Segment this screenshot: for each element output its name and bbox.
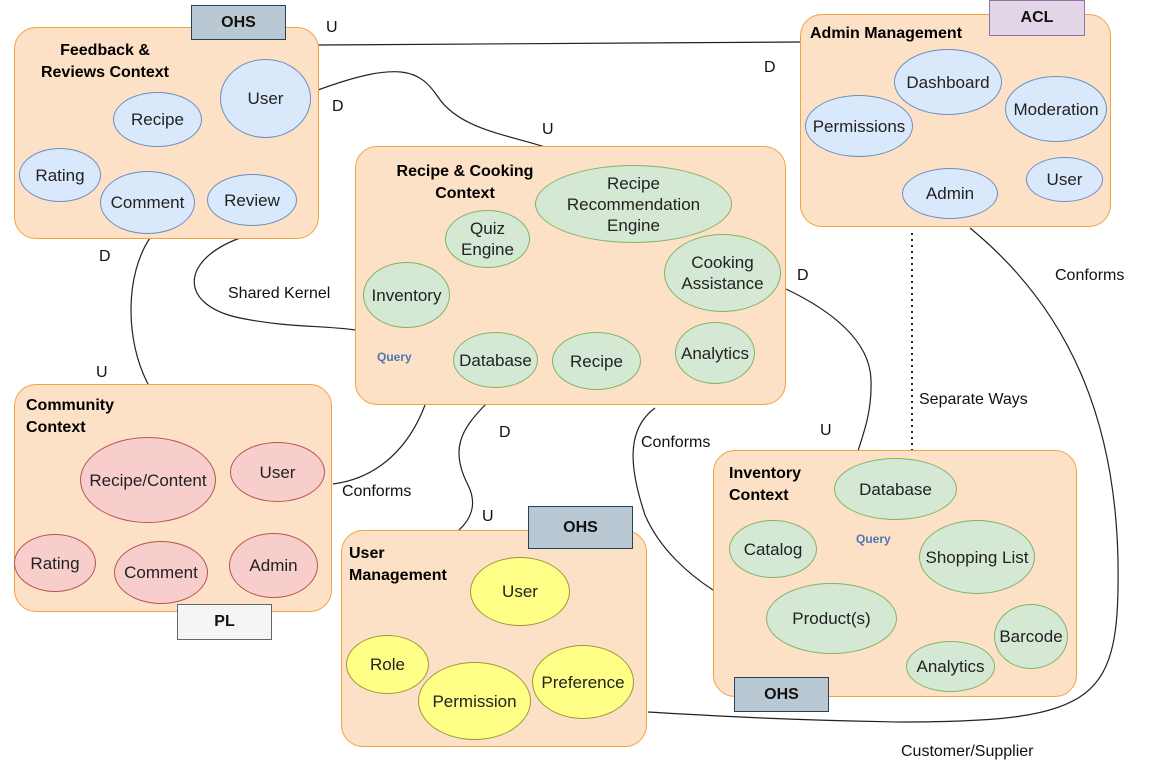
recipe-recipe-node[interactable]: Recipe (552, 332, 641, 390)
community-rating-node[interactable]: Rating (14, 534, 96, 592)
community-content-node[interactable]: Recipe/Content (80, 437, 216, 523)
label-conforms-inventory: Conforms (641, 434, 711, 451)
inventory-database-node[interactable]: Database (834, 458, 957, 520)
label-u-feedback-admin: U (326, 19, 338, 36)
feedback-context-title: Feedback & Reviews Context (40, 42, 170, 81)
inventory-ohs-badge: OHS (734, 677, 829, 712)
label-u-recipe-top: U (542, 121, 554, 138)
community-pl-badge: PL (177, 604, 272, 640)
recipe-usermgmt-connector (458, 402, 488, 531)
usermgmt-permission-node[interactable]: Permission (418, 662, 531, 740)
admin-user-node[interactable]: User (1026, 157, 1103, 202)
label-d-admin: D (764, 59, 776, 76)
recommendation-engine-node[interactable]: Recipe Recommendation Engine (535, 165, 732, 243)
label-u-usermgmt: U (482, 508, 494, 525)
label-separate-ways: Separate Ways (919, 391, 1028, 408)
feedback-rating-node[interactable]: Rating (19, 148, 101, 202)
inventory-catalog-node[interactable]: Catalog (729, 520, 817, 578)
user-mgmt-ohs-badge: OHS (528, 506, 633, 549)
inventory-shopping-list-node[interactable]: Shopping List (919, 520, 1035, 594)
label-shared-kernel: Shared Kernel (228, 285, 331, 302)
feedback-ohs-badge: OHS (191, 5, 286, 40)
label-u-inventory: U (820, 422, 832, 439)
feedback-review-node[interactable]: Review (207, 174, 297, 226)
cooking-assistance-node[interactable]: Cooking Assistance (664, 234, 781, 312)
recipe-inventory-node[interactable]: Inventory (363, 262, 450, 328)
label-conforms-community: Conforms (342, 483, 412, 500)
recipe-query-label: Query (377, 350, 412, 364)
label-u-community: U (96, 364, 108, 381)
recipe-inventory-connector (785, 288, 872, 461)
user-mgmt-context-title: User Management (349, 545, 447, 584)
label-d-feedback-community: D (99, 248, 111, 265)
label-conforms-admin: Conforms (1055, 267, 1125, 284)
recipe-database-node[interactable]: Database (453, 332, 538, 388)
admin-moderation-node[interactable]: Moderation (1005, 76, 1107, 142)
admin-usermgmt-connector (647, 227, 1119, 723)
community-context-title: Community Context (26, 397, 114, 436)
feedback-community-connector (130, 237, 151, 385)
feedback-user-node[interactable]: User (220, 59, 311, 138)
recipe-community-connector (332, 404, 426, 485)
inventory-query-label: Query (856, 532, 891, 546)
shared-kernel-connector (193, 237, 357, 331)
recipe-context-title: Recipe & Cooking Context (396, 163, 534, 202)
admin-dashboard-node[interactable]: Dashboard (894, 49, 1002, 115)
usermgmt-preference-node[interactable]: Preference (532, 645, 634, 719)
inventory-barcode-node[interactable]: Barcode (994, 604, 1068, 669)
inventory-products-node[interactable]: Product(s) (766, 583, 897, 654)
label-d-recipe-usermgmt: D (499, 424, 511, 441)
admin-permissions-node[interactable]: Permissions (805, 95, 913, 157)
feedback-recipe-connector (317, 71, 549, 149)
admin-acl-badge: ACL (989, 0, 1085, 36)
admin-admin-node[interactable]: Admin (902, 168, 998, 219)
feedback-comment-node[interactable]: Comment (100, 171, 195, 234)
community-user-node[interactable]: User (230, 442, 325, 502)
feedback-recipe-node[interactable]: Recipe (113, 92, 202, 147)
recipe-inventory-conforms-connector (632, 407, 714, 591)
inventory-context-title: Inventory Context (729, 465, 802, 504)
feedback-admin-connector (317, 41, 801, 46)
inventory-analytics-node[interactable]: Analytics (906, 641, 995, 692)
community-admin-node[interactable]: Admin (229, 533, 318, 598)
admin-context-title: Admin Management (810, 25, 963, 42)
usermgmt-role-node[interactable]: Role (346, 635, 429, 694)
label-d-feedback-recipe: D (332, 98, 344, 115)
community-comment-node[interactable]: Comment (114, 541, 208, 604)
label-d-recipe-inventory: D (797, 267, 809, 284)
quiz-engine-node[interactable]: Quiz Engine (445, 210, 530, 268)
recipe-analytics-node[interactable]: Analytics (675, 322, 755, 384)
label-customer-supplier: Customer/Supplier (901, 743, 1034, 760)
usermgmt-user-node[interactable]: User (470, 557, 570, 626)
